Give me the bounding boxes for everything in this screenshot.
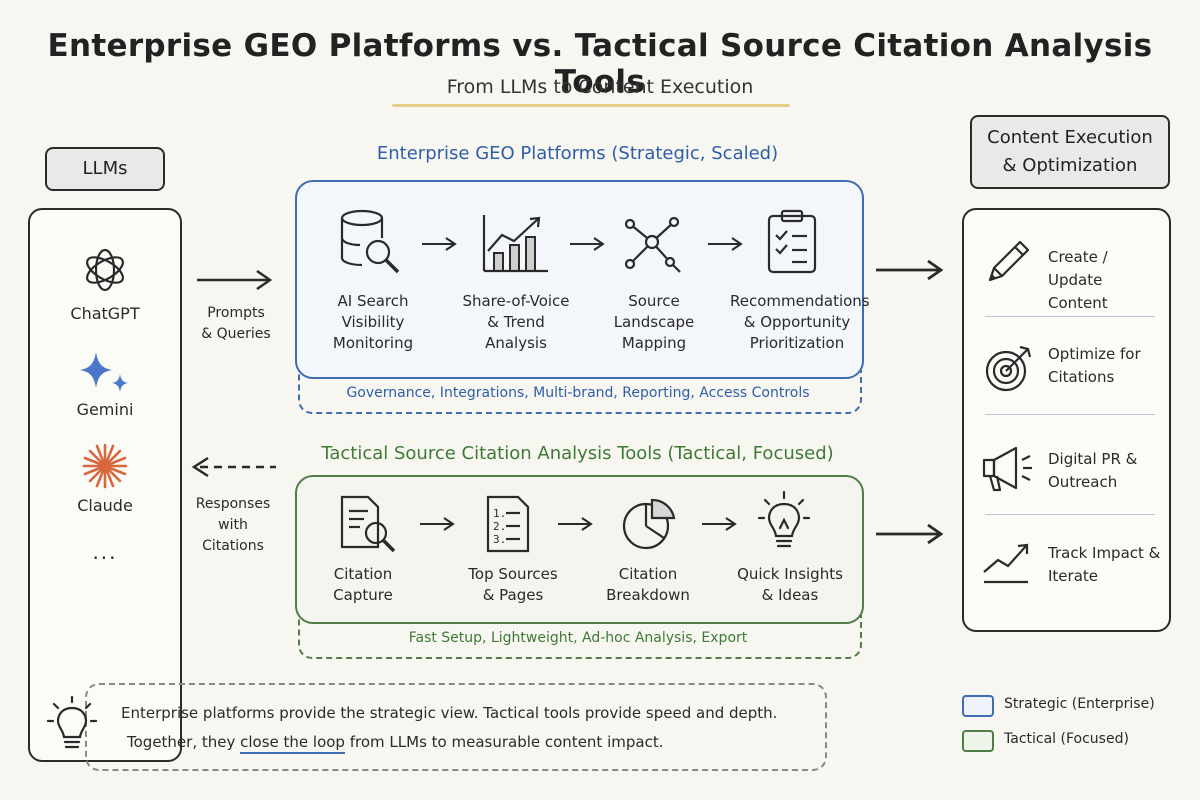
strategic-step-1: AI Search Visibility Monitoring bbox=[332, 292, 414, 352]
execution-header: Content Execution & Optimization bbox=[970, 115, 1170, 189]
clipboard-checklist-icon bbox=[767, 209, 817, 274]
svg-text:3.: 3. bbox=[493, 533, 506, 546]
llm-label-gemini: Gemini bbox=[76, 400, 134, 419]
tactical-footer-bracket bbox=[298, 615, 862, 659]
tactical-to-execution-arrow bbox=[876, 523, 944, 545]
prompts-label: Prompts & Queries bbox=[201, 305, 271, 342]
llms-header: LLMs bbox=[45, 147, 165, 191]
tactical-step-arrow-2 bbox=[558, 517, 593, 531]
pie-chart-icon bbox=[622, 498, 676, 550]
responses-arrow bbox=[191, 456, 276, 478]
summary-note-text-after: from LLMs to measurable content impact. bbox=[344, 733, 664, 751]
svg-text:1.: 1. bbox=[493, 507, 506, 520]
tactical-step-2: Top Sources & Pages bbox=[468, 565, 558, 604]
strategic-step-4: Recommendations & Opportunity Prioritiza… bbox=[730, 292, 870, 352]
megaphone-icon bbox=[982, 446, 1032, 492]
strategic-step-3: Source Landscape Mapping bbox=[613, 292, 695, 352]
strategic-box bbox=[295, 180, 864, 379]
trend-up-icon bbox=[983, 543, 1029, 584]
tactical-step-1: Citation Capture bbox=[333, 565, 393, 604]
target-icon bbox=[985, 345, 1032, 392]
strategic-step-arrow-3 bbox=[708, 237, 743, 251]
tactical-step-arrow-3 bbox=[702, 517, 737, 531]
bar-trend-icon bbox=[482, 215, 548, 273]
tactical-box bbox=[295, 475, 864, 624]
legend-swatch-tactical bbox=[962, 730, 994, 752]
legend-label-strategic: Strategic (Enterprise) bbox=[1004, 696, 1155, 712]
openai-knot-icon bbox=[86, 248, 124, 292]
strategic-step-arrow-2 bbox=[570, 237, 605, 251]
tactical-step-4: Quick Insights & Ideas bbox=[737, 565, 843, 604]
network-nodes-icon bbox=[624, 216, 681, 273]
numbered-list-icon: 1. 2. 3. bbox=[486, 495, 530, 553]
execution-action-4: Track Impact & Iterate bbox=[1048, 544, 1161, 585]
llm-label-chatgpt: ChatGPT bbox=[70, 304, 140, 323]
legend-swatch-strategic bbox=[962, 695, 994, 717]
strategic-step-2: Share-of-Voice & Trend Analysis bbox=[462, 292, 570, 352]
strategic-footer-bracket bbox=[298, 370, 862, 414]
execution-divider-1 bbox=[985, 316, 1155, 317]
execution-divider-3 bbox=[985, 514, 1155, 515]
diagram-title: Enterprise GEO Platforms vs. Tactical So… bbox=[47, 28, 1153, 100]
summary-note-line-2: Together, they close the loop from LLMs … bbox=[127, 733, 664, 754]
execution-action-3: Digital PR & Outreach bbox=[1048, 450, 1138, 491]
svg-text:2.: 2. bbox=[493, 520, 506, 533]
prompts-arrow bbox=[197, 269, 273, 291]
sparkle-icon bbox=[80, 352, 128, 392]
database-search-icon bbox=[340, 209, 400, 274]
tactical-step-3: Citation Breakdown bbox=[606, 565, 690, 604]
lightbulb-icon bbox=[757, 490, 811, 548]
pencil-icon bbox=[988, 240, 1030, 282]
execution-action-2: Optimize for Citations bbox=[1048, 345, 1141, 386]
note-lightbulb-icon bbox=[46, 695, 98, 749]
llms-panel: ChatGPT Gemini Claude ... bbox=[28, 208, 182, 762]
llm-more-ellipsis: ... bbox=[92, 540, 118, 564]
strategic-step-arrow-1 bbox=[422, 237, 457, 251]
document-search-icon bbox=[340, 495, 396, 553]
tactical-footer: Fast Setup, Lightweight, Ad-hoc Analysis… bbox=[408, 630, 748, 646]
tactical-title: Tactical Source Citation Analysis Tools … bbox=[321, 443, 834, 464]
tactical-step-arrow-1 bbox=[420, 517, 455, 531]
strategic-title: Enterprise GEO Platforms (Strategic, Sca… bbox=[376, 143, 779, 164]
summary-note-box bbox=[85, 683, 827, 771]
responses-label: Responses with Citations bbox=[195, 496, 271, 554]
asterisk-burst-icon bbox=[82, 443, 128, 489]
llm-label-claude: Claude bbox=[77, 496, 133, 515]
summary-note-text-before: Together, they bbox=[127, 733, 241, 751]
summary-note-highlight: close the loop bbox=[240, 733, 345, 754]
execution-divider-2 bbox=[985, 414, 1155, 415]
strategic-to-execution-arrow bbox=[876, 259, 944, 281]
diagram-subtitle: From LLMs to Content Execution bbox=[446, 76, 754, 98]
legend-label-tactical: Tactical (Focused) bbox=[1004, 731, 1129, 747]
subtitle-underline bbox=[392, 104, 790, 107]
execution-action-1: Create / Update Content bbox=[1048, 248, 1108, 312]
strategic-footer: Governance, Integrations, Multi-brand, R… bbox=[346, 385, 810, 401]
summary-note-line-1: Enterprise platforms provide the strateg… bbox=[121, 704, 778, 722]
